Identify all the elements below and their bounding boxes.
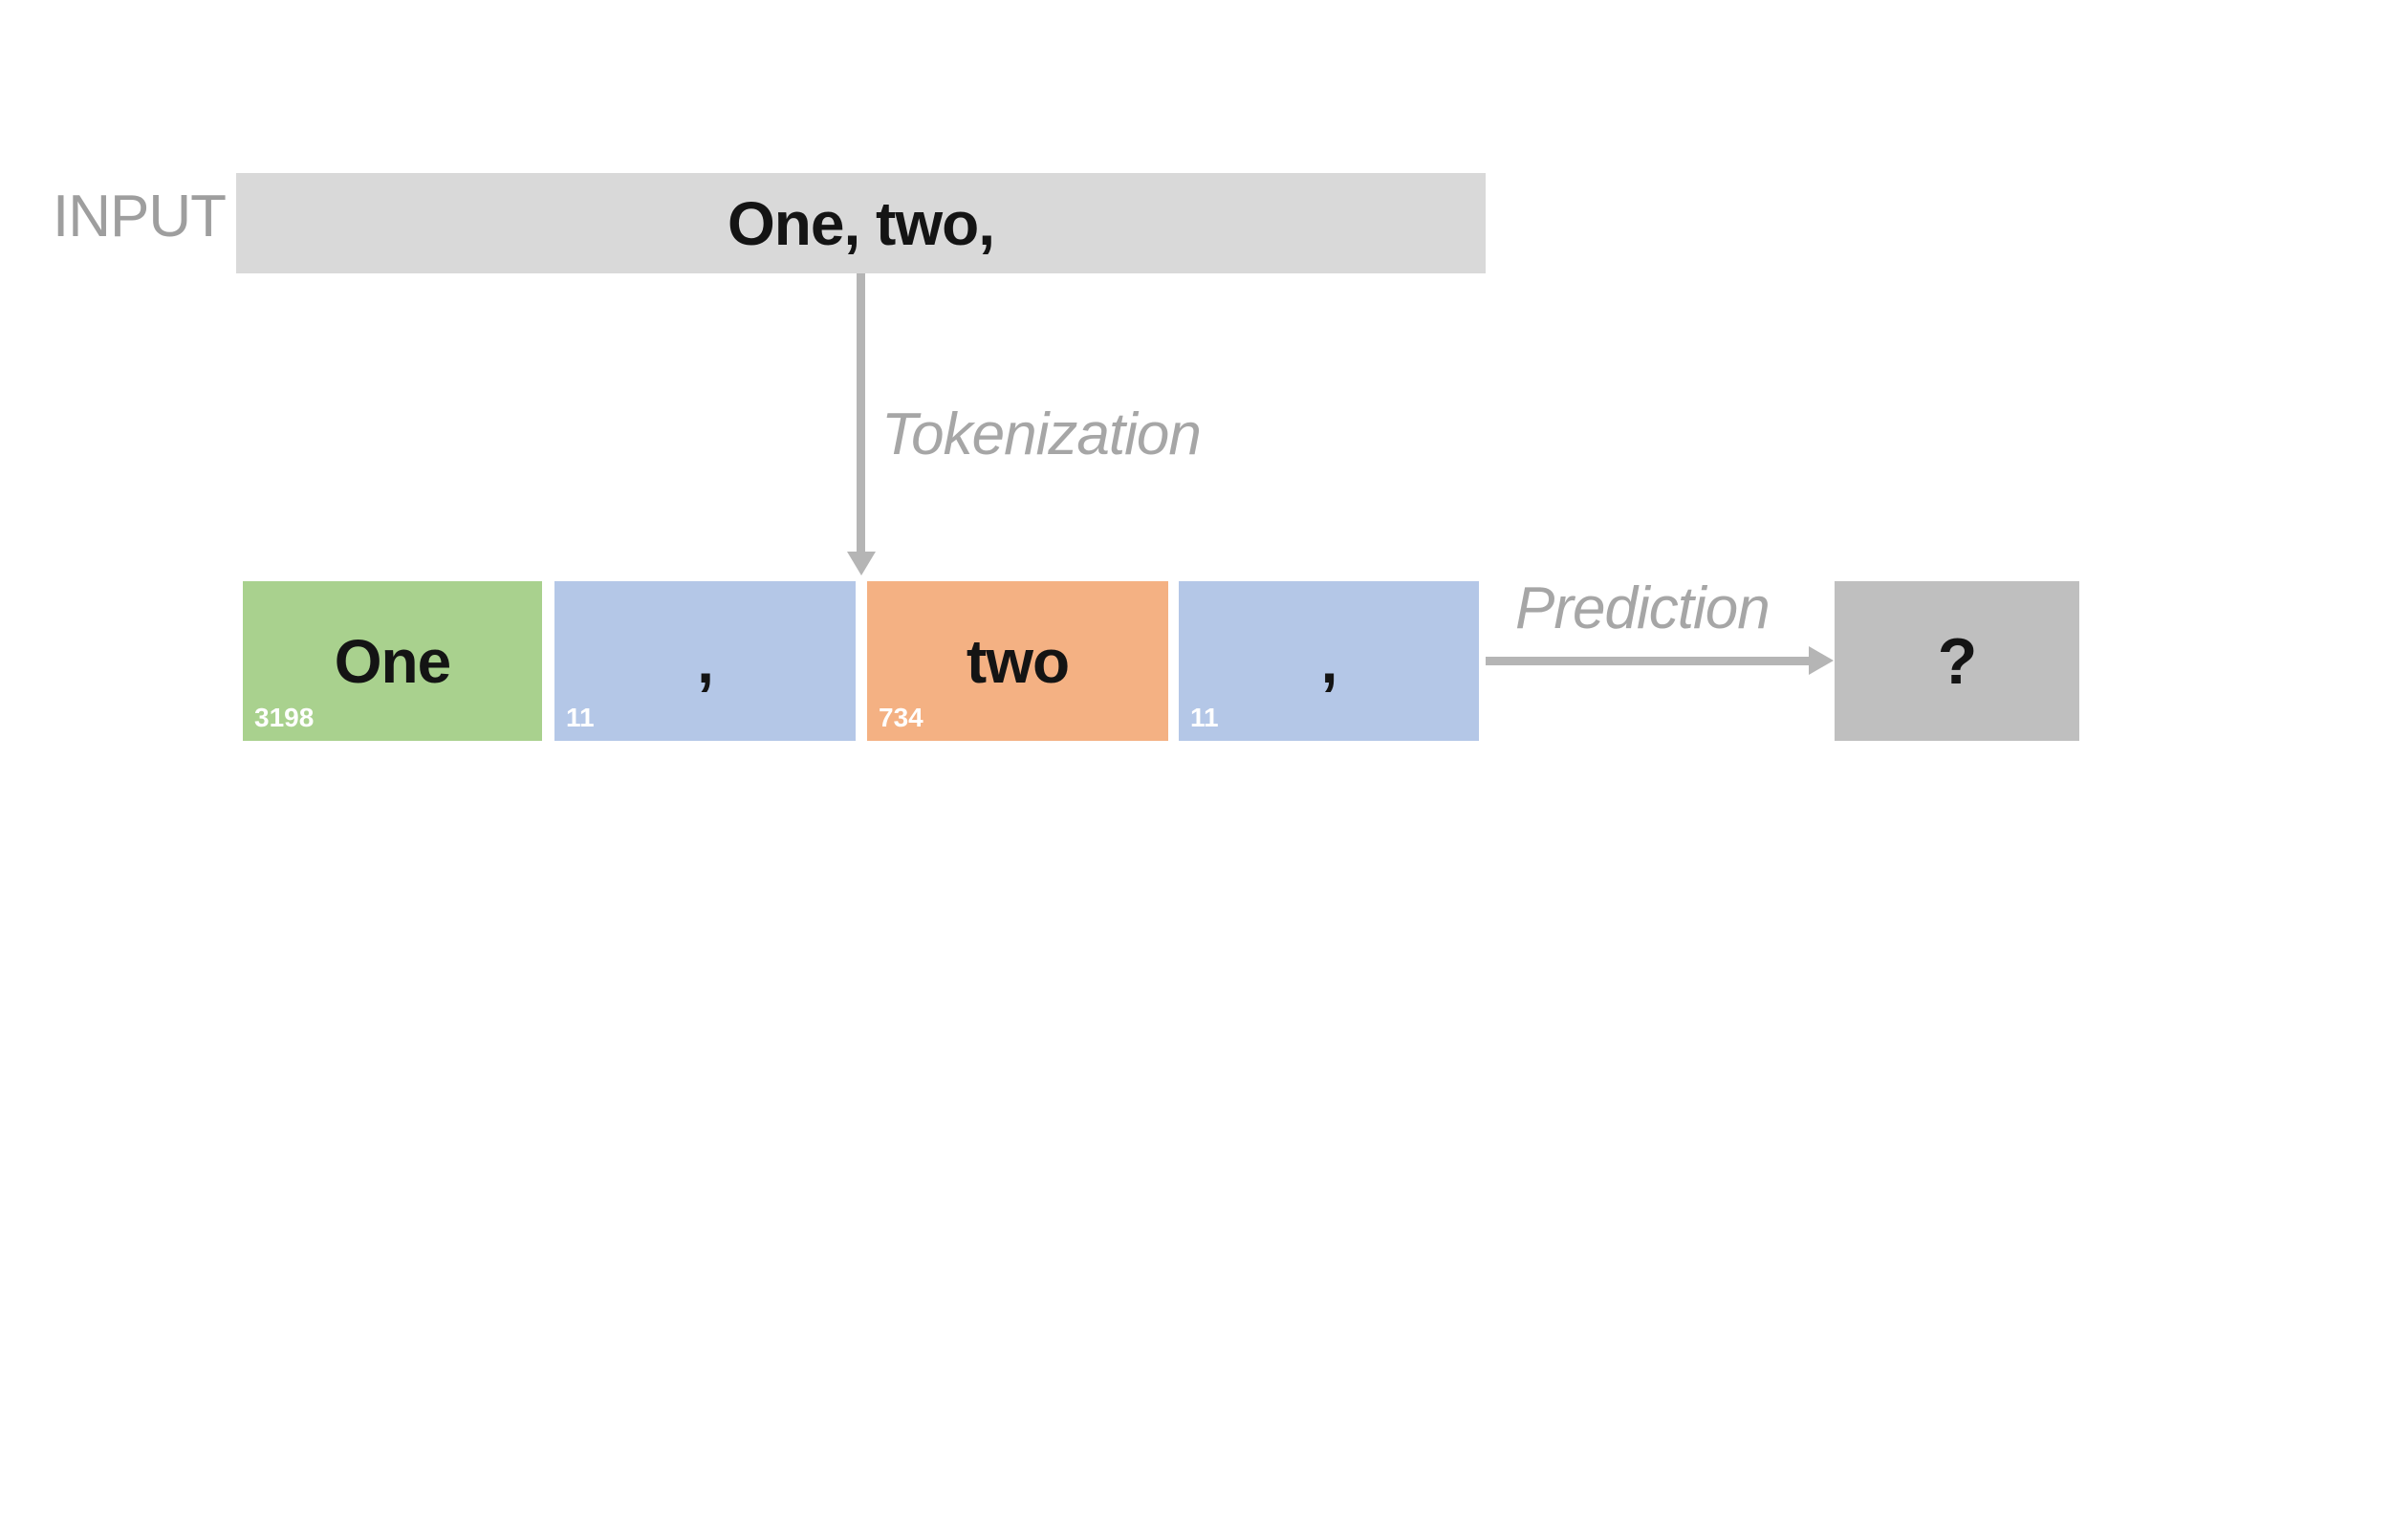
- input-label: INPUT: [53, 184, 227, 249]
- token-id-badge: 11: [566, 703, 595, 732]
- token-label: ,: [1320, 626, 1338, 696]
- tokenization-label: Tokenization: [881, 401, 1202, 467]
- prediction-label: Prediction: [1515, 575, 1771, 641]
- token-box-comma-1: , 11: [554, 581, 856, 741]
- tokenization-arrow-shaft: [857, 273, 865, 552]
- token-box-one: One 3198: [243, 581, 542, 741]
- token-box-comma-2: , 11: [1179, 581, 1479, 741]
- token-box-two: two 734: [867, 581, 1168, 741]
- prediction-arrow-shaft: [1486, 657, 1810, 665]
- token-id-badge: 3198: [254, 703, 315, 732]
- token-label: One: [334, 626, 451, 696]
- token-label: ,: [697, 626, 714, 696]
- token-id-badge: 11: [1190, 703, 1219, 732]
- prediction-placeholder: ?: [1937, 624, 1978, 698]
- token-id-badge: 734: [879, 703, 923, 732]
- input-text: One, two,: [728, 188, 995, 258]
- prediction-output-box: ?: [1835, 581, 2079, 741]
- token-label: two: [966, 626, 1070, 696]
- input-text-bar: One, two,: [236, 173, 1486, 273]
- tokenization-arrow-head-icon: [847, 552, 876, 575]
- prediction-arrow-head-icon: [1809, 646, 1834, 675]
